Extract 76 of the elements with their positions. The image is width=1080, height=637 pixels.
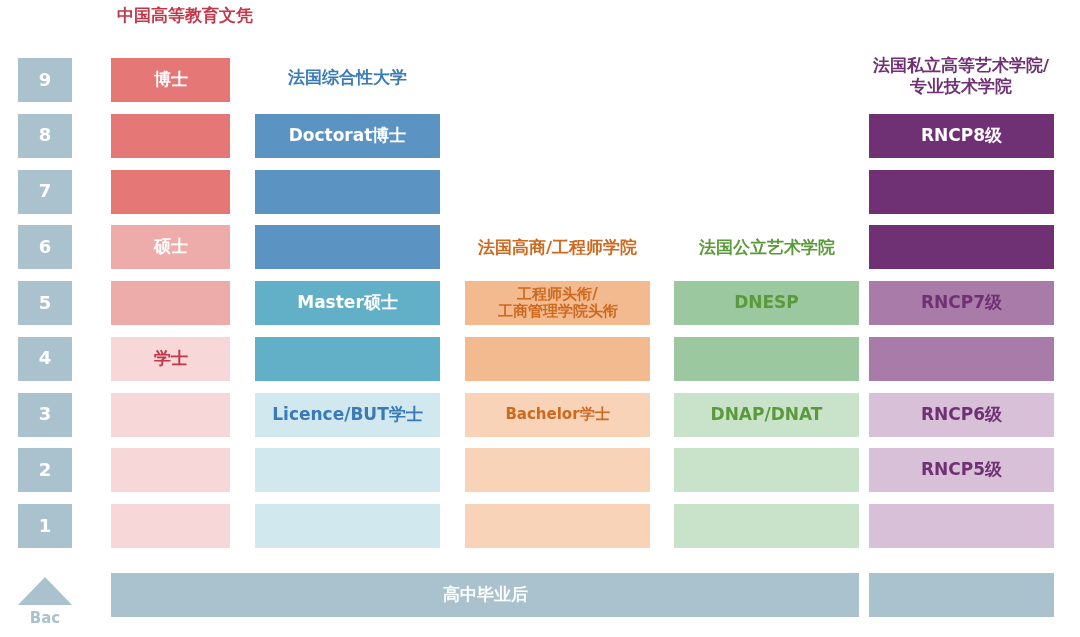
degree-bar xyxy=(674,448,859,493)
level-label: 5 xyxy=(37,292,53,314)
baseline-bar xyxy=(869,573,1054,617)
axis-label: Bac xyxy=(28,609,62,628)
degree-bar xyxy=(255,448,440,493)
column-heading: 法国综合性大学 xyxy=(287,68,408,89)
level-label: Bachelor学士 xyxy=(504,405,611,424)
degree-bar xyxy=(111,58,230,102)
degree-bar xyxy=(111,392,230,437)
level-label: 7 xyxy=(37,181,53,202)
column-heading: 中国高等教育文凭 xyxy=(116,6,254,27)
level-marker xyxy=(18,113,72,158)
degree-bar xyxy=(869,336,1054,381)
degree-bar xyxy=(465,392,650,437)
degree-bar xyxy=(869,281,1054,325)
degree-bar xyxy=(869,225,1054,270)
level-marker xyxy=(18,504,72,548)
level-marker xyxy=(18,281,72,325)
level-label: Master硕士 xyxy=(296,293,399,313)
level-label: 学士 xyxy=(152,348,189,369)
level-label: RNCP5级 xyxy=(919,460,1004,480)
level-marker xyxy=(18,448,72,493)
degree-bar xyxy=(465,336,650,381)
degree-bar xyxy=(111,281,230,325)
degree-bar xyxy=(869,448,1054,493)
level-marker xyxy=(18,392,72,437)
level-label: 2 xyxy=(37,459,53,481)
level-label: Licence/BUT学士 xyxy=(271,404,424,425)
level-label: 4 xyxy=(37,348,53,370)
column-heading: 法国公立艺术学院 xyxy=(697,238,836,259)
degree-bar xyxy=(869,169,1054,214)
level-label: DNESP xyxy=(733,293,800,313)
degree-bar xyxy=(465,504,650,548)
degree-bar xyxy=(255,392,440,437)
degree-bar xyxy=(255,113,440,158)
degree-bar xyxy=(255,504,440,548)
degree-bar xyxy=(255,169,440,214)
degree-bar xyxy=(869,392,1054,437)
degree-bar xyxy=(111,336,230,381)
level-label: 3 xyxy=(37,404,53,425)
level-label: RNCP6级 xyxy=(919,404,1004,425)
level-label: 1 xyxy=(37,515,53,537)
degree-bar xyxy=(674,392,859,437)
level-label: 6 xyxy=(37,236,53,258)
level-label: RNCP8级 xyxy=(919,125,1004,146)
degree-bar xyxy=(255,336,440,381)
level-marker xyxy=(18,58,72,102)
degree-bar xyxy=(255,225,440,270)
baseline-bar xyxy=(111,573,859,617)
level-marker xyxy=(18,169,72,214)
degree-bar xyxy=(111,113,230,158)
degree-bar xyxy=(869,113,1054,158)
level-label: DNAP/DNAT xyxy=(709,404,824,425)
degree-bar xyxy=(674,281,859,325)
degree-bar xyxy=(674,504,859,548)
level-label: 高中毕业后 xyxy=(441,585,529,605)
degree-bar xyxy=(111,448,230,493)
level-label: Doctorat博士 xyxy=(287,125,408,146)
degree-bar xyxy=(869,504,1054,548)
degree-bar xyxy=(111,225,230,270)
level-label: 博士 xyxy=(152,70,189,90)
degree-bar xyxy=(465,281,650,325)
level-marker xyxy=(18,336,72,381)
degree-bar xyxy=(255,281,440,325)
level-label: 8 xyxy=(37,125,53,147)
column-heading: 法国高商/工程师学院 xyxy=(477,238,638,259)
level-marker xyxy=(18,225,72,270)
degree-bar xyxy=(674,336,859,381)
level-label: 工程师头衔/工商管理学院头衔 xyxy=(496,285,619,321)
level-label: 硕士 xyxy=(152,237,189,257)
level-label: RNCP7级 xyxy=(919,293,1004,313)
degree-bar xyxy=(465,448,650,493)
column-heading: 法国私立高等艺术学院/专业技术学院 xyxy=(872,56,1050,98)
degree-bar xyxy=(111,169,230,214)
degree-bar xyxy=(111,504,230,548)
level-label: 9 xyxy=(37,69,53,91)
